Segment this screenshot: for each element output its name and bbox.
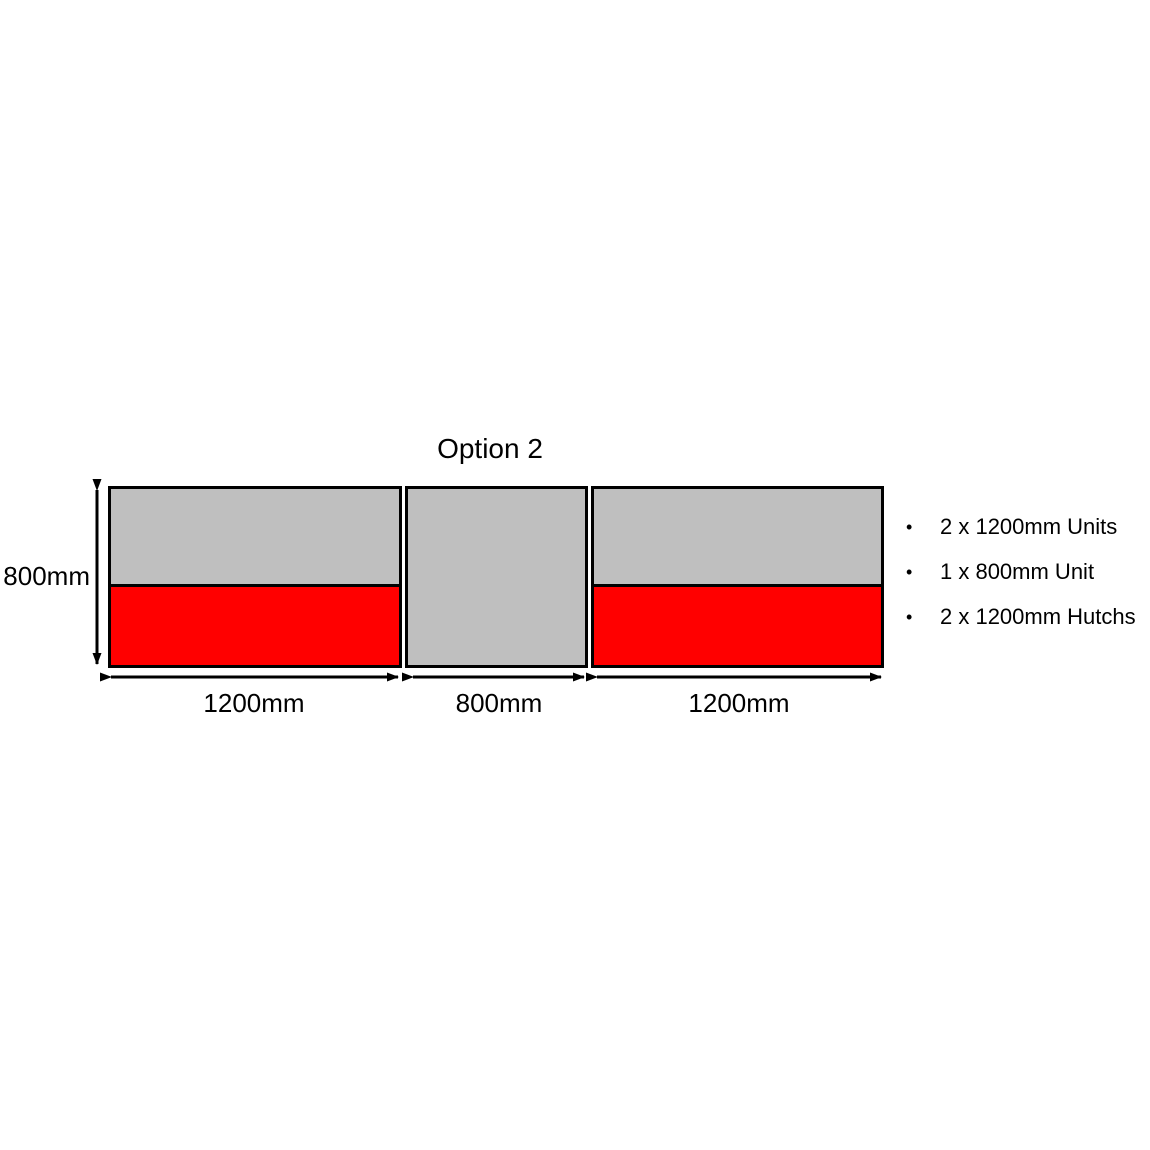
unit-right-1200mm: [591, 486, 884, 668]
bullet-icon: •: [906, 562, 913, 582]
bullet-icon: •: [906, 517, 913, 537]
width-dimension-label-left: 1200mm: [203, 688, 305, 718]
legend-item-label: 2 x 1200mm Units: [940, 514, 1118, 539]
hutch-right-1200mm: [594, 584, 881, 665]
legend-item-label: 2 x 1200mm Hutchs: [940, 604, 1136, 629]
legend-item-label: 1 x 800mm Unit: [940, 559, 1095, 584]
diagram-title: Option 2: [437, 433, 543, 464]
height-dimension-label: 800mm: [3, 561, 90, 591]
bullet-icon: •: [906, 607, 913, 627]
unit-middle-800mm: [405, 486, 588, 668]
legend-list: • 2 x 1200mm Units • 1 x 800mm Unit • 2 …: [900, 511, 1150, 646]
unit-left-1200mm: [108, 486, 402, 668]
legend-item-hutchs-1200: • 2 x 1200mm Hutchs: [900, 601, 1150, 633]
hutch-left-1200mm: [111, 584, 399, 665]
width-dimension-label-middle: 800mm: [455, 688, 543, 718]
width-dimension-label-right: 1200mm: [688, 688, 790, 718]
legend-item-unit-800: • 1 x 800mm Unit: [900, 556, 1150, 588]
legend-item-units-1200: • 2 x 1200mm Units: [900, 511, 1150, 543]
